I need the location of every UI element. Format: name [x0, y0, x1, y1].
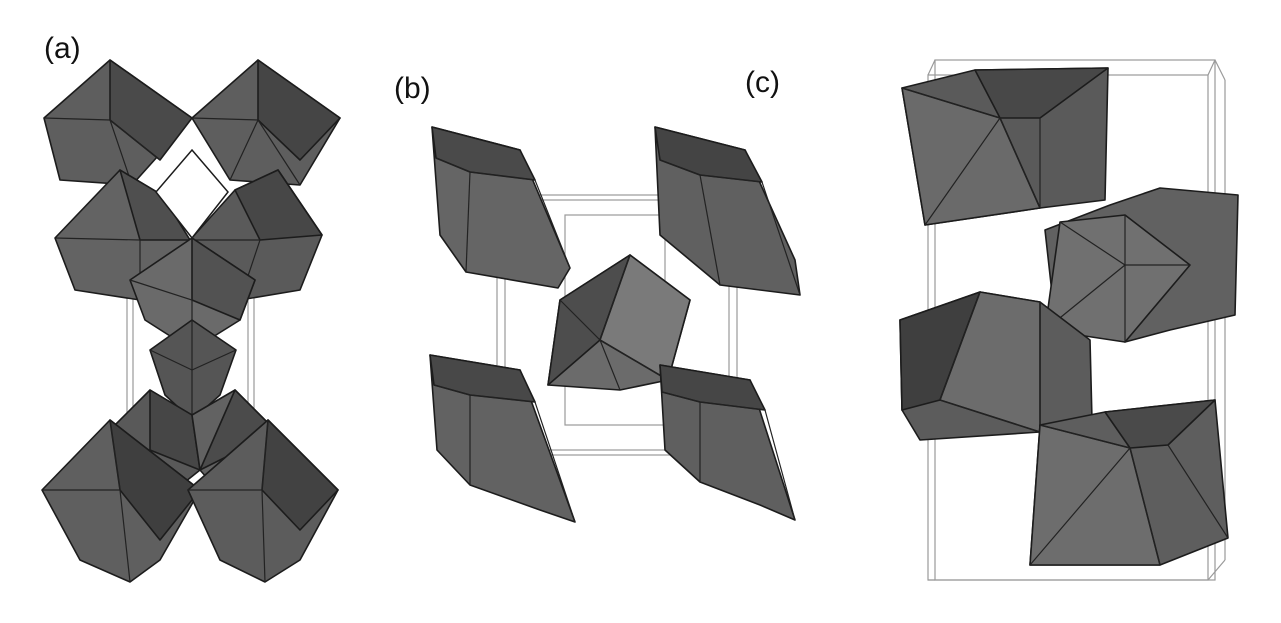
panel-b-octahedron-bottom-right — [659, 364, 796, 521]
panel-b-octahedron-bottom-left — [429, 354, 576, 523]
panel-a-label: (a) — [44, 32, 81, 65]
panel-a-octahedron-top-right — [191, 59, 341, 186]
panel-b-octahedron-top-left — [431, 126, 571, 289]
panel-c-octahedron-bottom — [1029, 399, 1229, 566]
panel-a-octahedron-waist — [149, 319, 237, 421]
panel-a-octahedron-bottom-left — [41, 419, 201, 583]
panel-c-label: (c) — [745, 66, 780, 99]
panel-b: (b) (c) — [394, 66, 801, 523]
panel-b-octahedron-center — [547, 254, 691, 391]
panel-b-label: (b) — [394, 72, 431, 105]
panel-c-octahedron-upper-right — [1044, 187, 1239, 343]
panel-a-octahedron-center — [129, 237, 256, 351]
panel-b-octahedron-top-right — [654, 126, 801, 296]
panel-c-octahedron-middle-left — [899, 291, 1093, 441]
panel-a-octahedron-bottom-right — [187, 419, 339, 583]
panel-a-octahedron-top-left — [43, 59, 193, 186]
panel-c-octahedron-top — [901, 67, 1109, 226]
panel-a: (a) — [41, 32, 341, 583]
panel-c — [899, 59, 1239, 581]
